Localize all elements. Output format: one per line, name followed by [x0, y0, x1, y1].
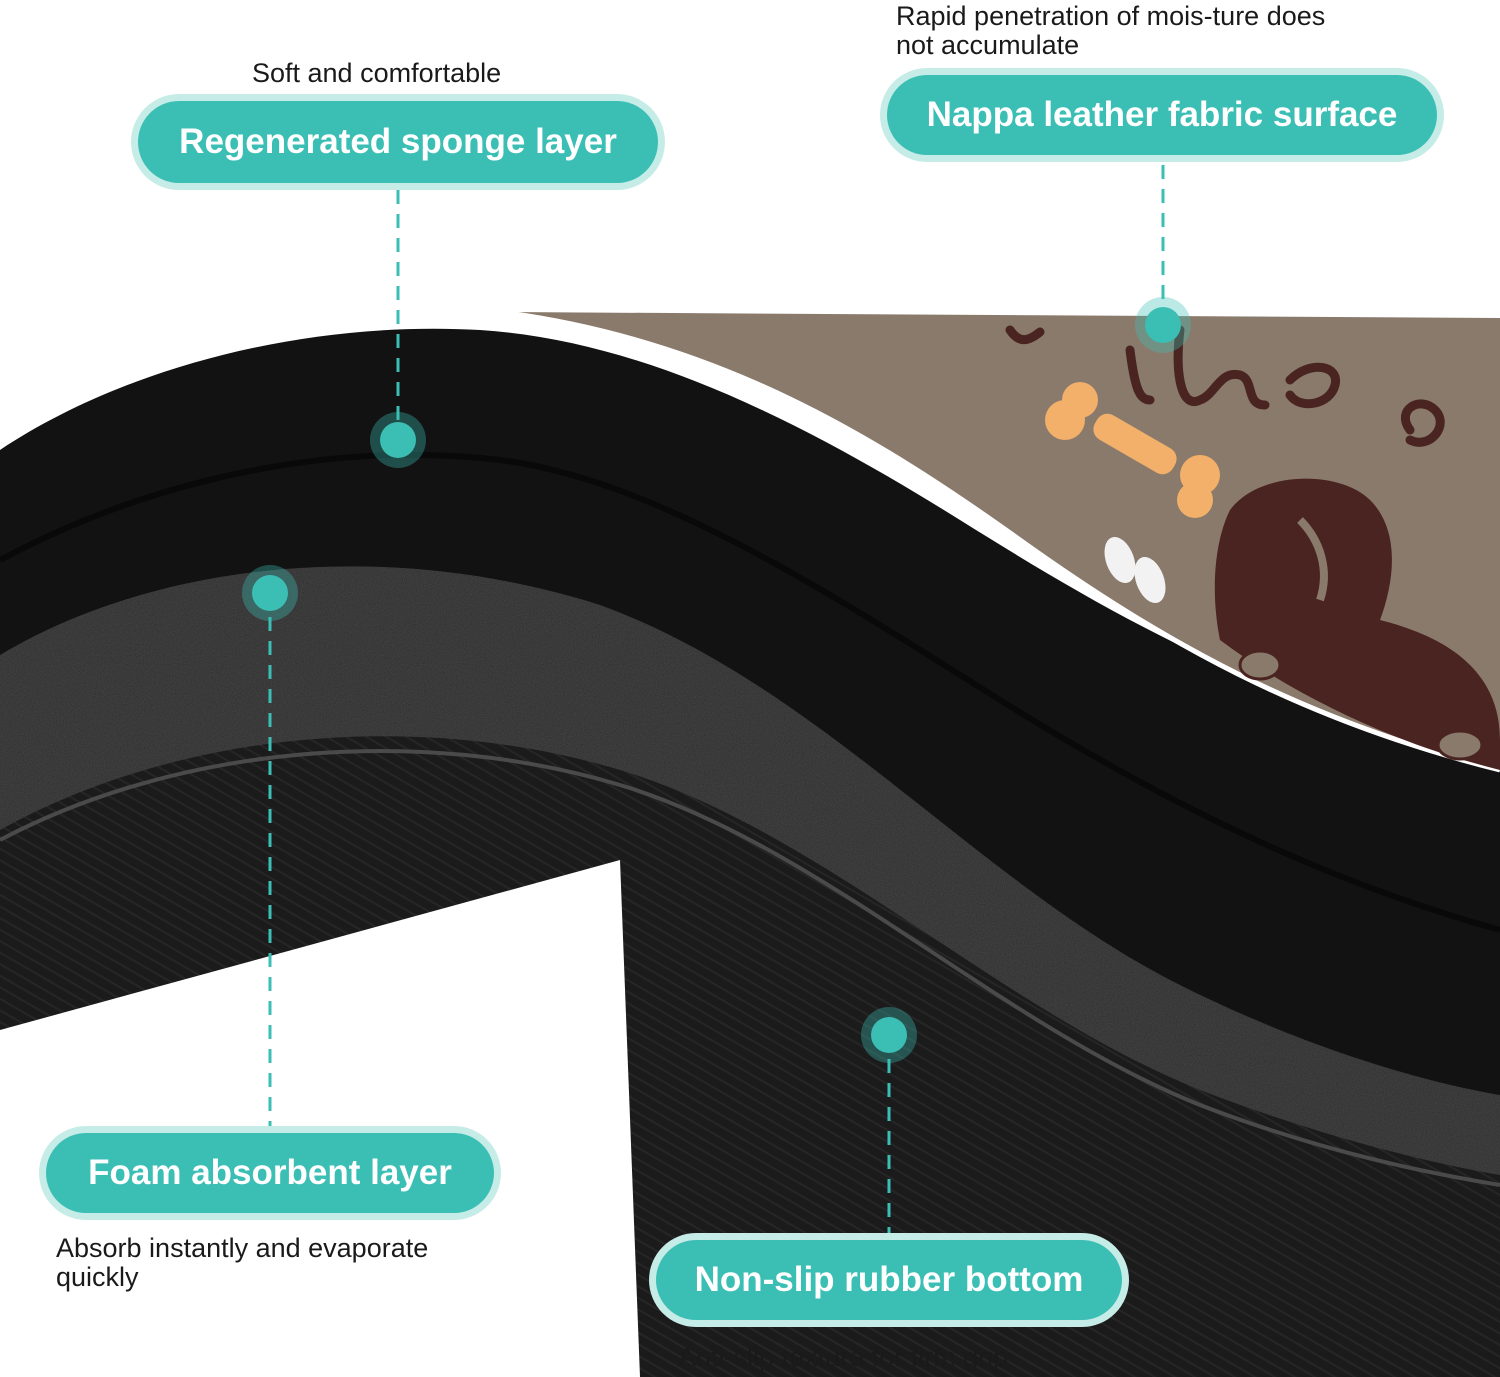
nappa-marker-dot-icon	[1135, 297, 1191, 353]
sponge-layer-label: Regenerated sponge layer	[138, 101, 658, 183]
rubber-caption: Anti-slip texture for firm grip	[678, 1342, 1009, 1372]
nappa-surface-layer	[499, 309, 1500, 773]
nappa-caption: Rapid penetration of mois-ture does not …	[896, 2, 1325, 60]
foam-absorbent-layer	[0, 561, 1500, 1175]
nappa-caption-line2: not accumulate	[896, 30, 1080, 60]
rubber-bottom-label: Non-slip rubber bottom	[656, 1240, 1122, 1320]
nappa-caption-line1: Rapid penetration of mois-ture does	[896, 1, 1326, 31]
nappa-surface-label: Nappa leather fabric surface	[887, 75, 1437, 155]
bone-print-icon	[1045, 382, 1220, 518]
sponge-marker-dot-icon	[370, 412, 426, 468]
dog-print-icon	[1214, 478, 1500, 770]
foam-caption-line1: Absorb instantly and evaporate	[56, 1233, 429, 1263]
foam-caption-line2: quickly	[56, 1262, 139, 1292]
sponge-layer	[0, 328, 1500, 1095]
foam-marker-dot-icon	[242, 565, 298, 621]
leader-lines	[268, 165, 1165, 1235]
foam-layer-label: Foam absorbent layer	[46, 1133, 494, 1213]
foam-caption: Absorb instantly and evaporate quickly	[56, 1234, 428, 1292]
script-print-icon	[1005, 325, 1445, 447]
rubber-marker-dot-icon	[861, 1007, 917, 1063]
rubber-bottom-layer	[0, 726, 1500, 1377]
sponge-caption: Soft and comfortable	[252, 58, 502, 88]
paw-print-icon	[1104, 536, 1166, 604]
